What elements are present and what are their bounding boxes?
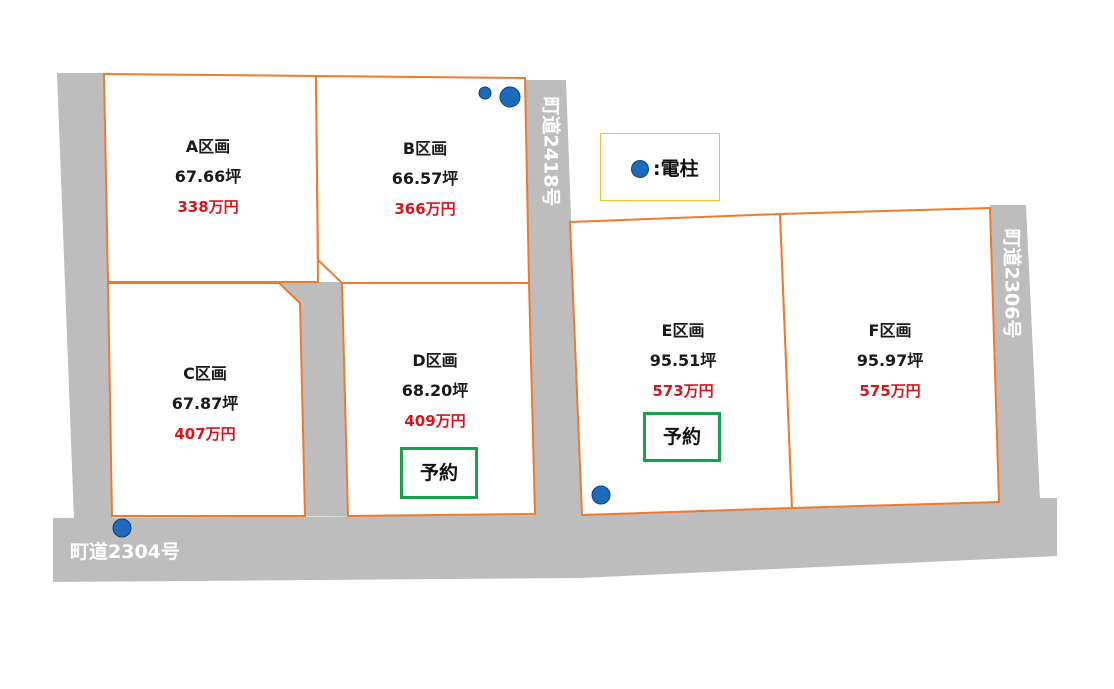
- lot-e-reserved-badge: 予約: [643, 412, 721, 462]
- lot-b-label: B区画 66.57坪 366万円: [345, 139, 505, 219]
- lot-c-label: C区画 67.87坪 407万円: [125, 364, 285, 444]
- lot-e-label: E区画 95.51坪 573万円: [603, 321, 763, 401]
- road-label-2418: 町道2418号: [539, 96, 562, 207]
- utility-pole-icon: [631, 160, 649, 178]
- road-west: [57, 73, 112, 520]
- utility-pole-icon: [478, 86, 492, 100]
- lot-f-price: 575万円: [859, 382, 921, 400]
- lot-d-area: 68.20坪: [401, 381, 469, 400]
- lot-d-price: 409万円: [404, 412, 466, 430]
- legend-text: :電柱: [653, 158, 699, 180]
- road-2306: [990, 205, 1040, 500]
- lot-e-price: 573万円: [652, 382, 714, 400]
- utility-pole-icon: [591, 485, 611, 505]
- lot-f-area: 95.97坪: [856, 351, 924, 370]
- lot-e-name: E区画: [661, 321, 705, 340]
- lot-c-price: 407万円: [174, 425, 236, 443]
- lot-b-price: 366万円: [394, 200, 456, 218]
- lot-d-name: D区画: [412, 351, 458, 370]
- lot-a-area: 67.66坪: [174, 167, 242, 186]
- lot-c-area: 67.87坪: [171, 394, 239, 413]
- road-2418: [525, 80, 582, 516]
- lot-c: [106, 282, 307, 517]
- utility-pole-icon: [499, 86, 521, 108]
- lot-b-area: 66.57坪: [391, 169, 459, 188]
- legend: :電柱: [600, 133, 720, 201]
- lot-f-label: F区画 95.97坪 575万円: [810, 321, 970, 401]
- lot-f-name: F区画: [868, 321, 912, 340]
- lot-c-name: C区画: [183, 364, 227, 383]
- lot-a-label: A区画 67.66坪 338万円: [128, 137, 288, 217]
- lot-d: [340, 282, 537, 518]
- lot-a-price: 338万円: [177, 198, 239, 216]
- road-label-2304: 町道2304号: [70, 541, 180, 563]
- lot-b-name: B区画: [402, 139, 448, 158]
- lot-e-area: 95.51坪: [649, 351, 717, 370]
- lot-d-label: D区画 68.20坪 409万円: [355, 351, 515, 431]
- road-center-lane: [278, 282, 348, 516]
- lot-d-reserved-badge: 予約: [400, 447, 478, 499]
- road-2304: [53, 498, 1057, 582]
- road-label-2306: 町道2306号: [1000, 228, 1023, 339]
- lot-f: [778, 206, 1001, 510]
- lot-a-name: A区画: [185, 137, 231, 156]
- lot-a: [102, 72, 320, 283]
- utility-pole-icon: [112, 518, 132, 538]
